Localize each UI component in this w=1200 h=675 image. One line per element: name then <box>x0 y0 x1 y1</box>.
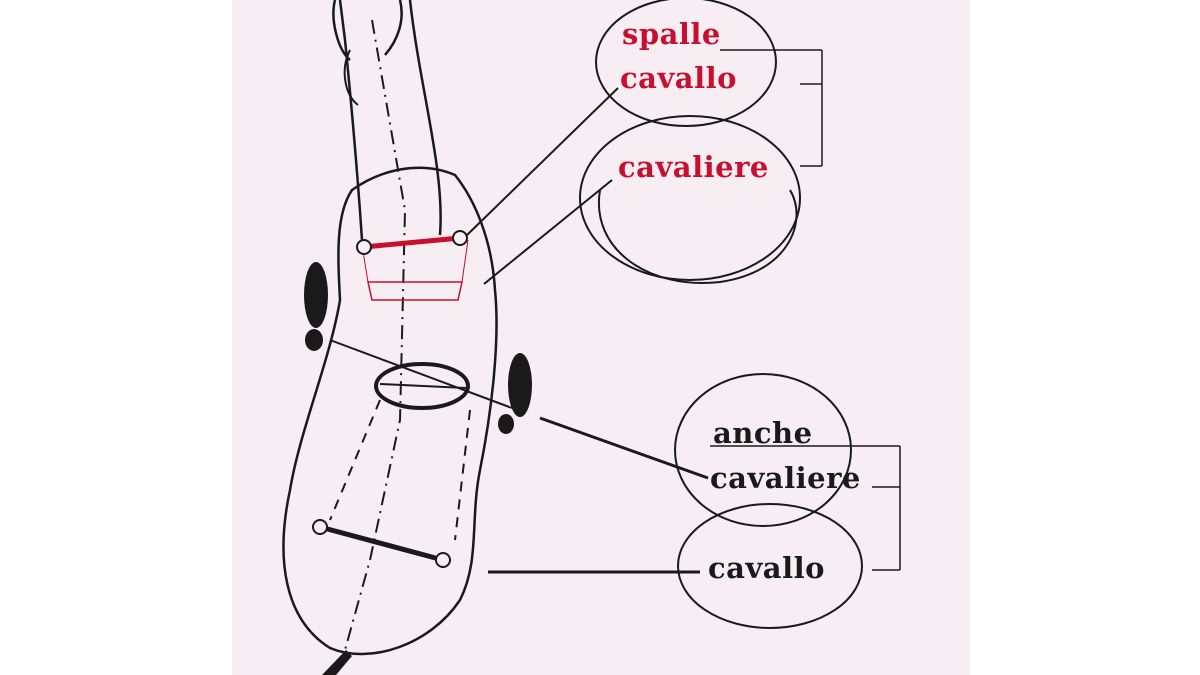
horse-body-outline <box>282 166 498 656</box>
leader-shoulder-rider <box>483 179 613 285</box>
shoulders-rider-circle-stroke2 <box>597 189 798 284</box>
hip-point-right <box>435 552 451 568</box>
leader-hip-rider <box>539 416 709 480</box>
hind-dashed-right <box>454 409 471 541</box>
label-hips-horse: cavallo <box>708 551 825 585</box>
hips-horse-circle <box>677 503 863 629</box>
boot-left <box>304 262 328 328</box>
horse-tail <box>322 650 352 675</box>
shoulders-rider-circle <box>579 115 801 281</box>
hips-rider-circle <box>674 373 852 527</box>
heel-right <box>498 414 514 434</box>
saddle-pad <box>367 281 463 301</box>
label-hips-top: anche <box>713 416 813 450</box>
shoulder-point-right <box>452 230 468 246</box>
horse-center-line <box>344 19 407 651</box>
hip-point-left <box>312 519 328 535</box>
hind-dashed-left <box>329 399 381 521</box>
rider-seat-ellipse <box>374 362 470 410</box>
hip-axis-line <box>319 524 444 563</box>
horse-ear-right <box>384 0 403 56</box>
leader-shoulder-horse <box>465 87 619 237</box>
saddle-pad-side-right <box>461 239 469 283</box>
label-shoulders-rider: cavaliere <box>618 150 769 184</box>
rider-seat-line <box>379 383 467 389</box>
label-shoulders-top: spalle <box>622 17 721 51</box>
leader-seat-rider <box>329 339 513 409</box>
paper-background <box>232 0 970 675</box>
shoulder-point-left <box>356 239 372 255</box>
shoulders-horse-circle <box>595 0 777 127</box>
heel-left <box>305 329 323 351</box>
horse-head-side <box>343 49 359 106</box>
label-hips-rider: cavaliere <box>710 461 861 495</box>
boot-right <box>508 353 532 417</box>
horse-neck-outline <box>338 0 442 241</box>
shoulder-axis-line <box>363 235 461 250</box>
label-shoulders-horse: cavallo <box>620 61 737 95</box>
